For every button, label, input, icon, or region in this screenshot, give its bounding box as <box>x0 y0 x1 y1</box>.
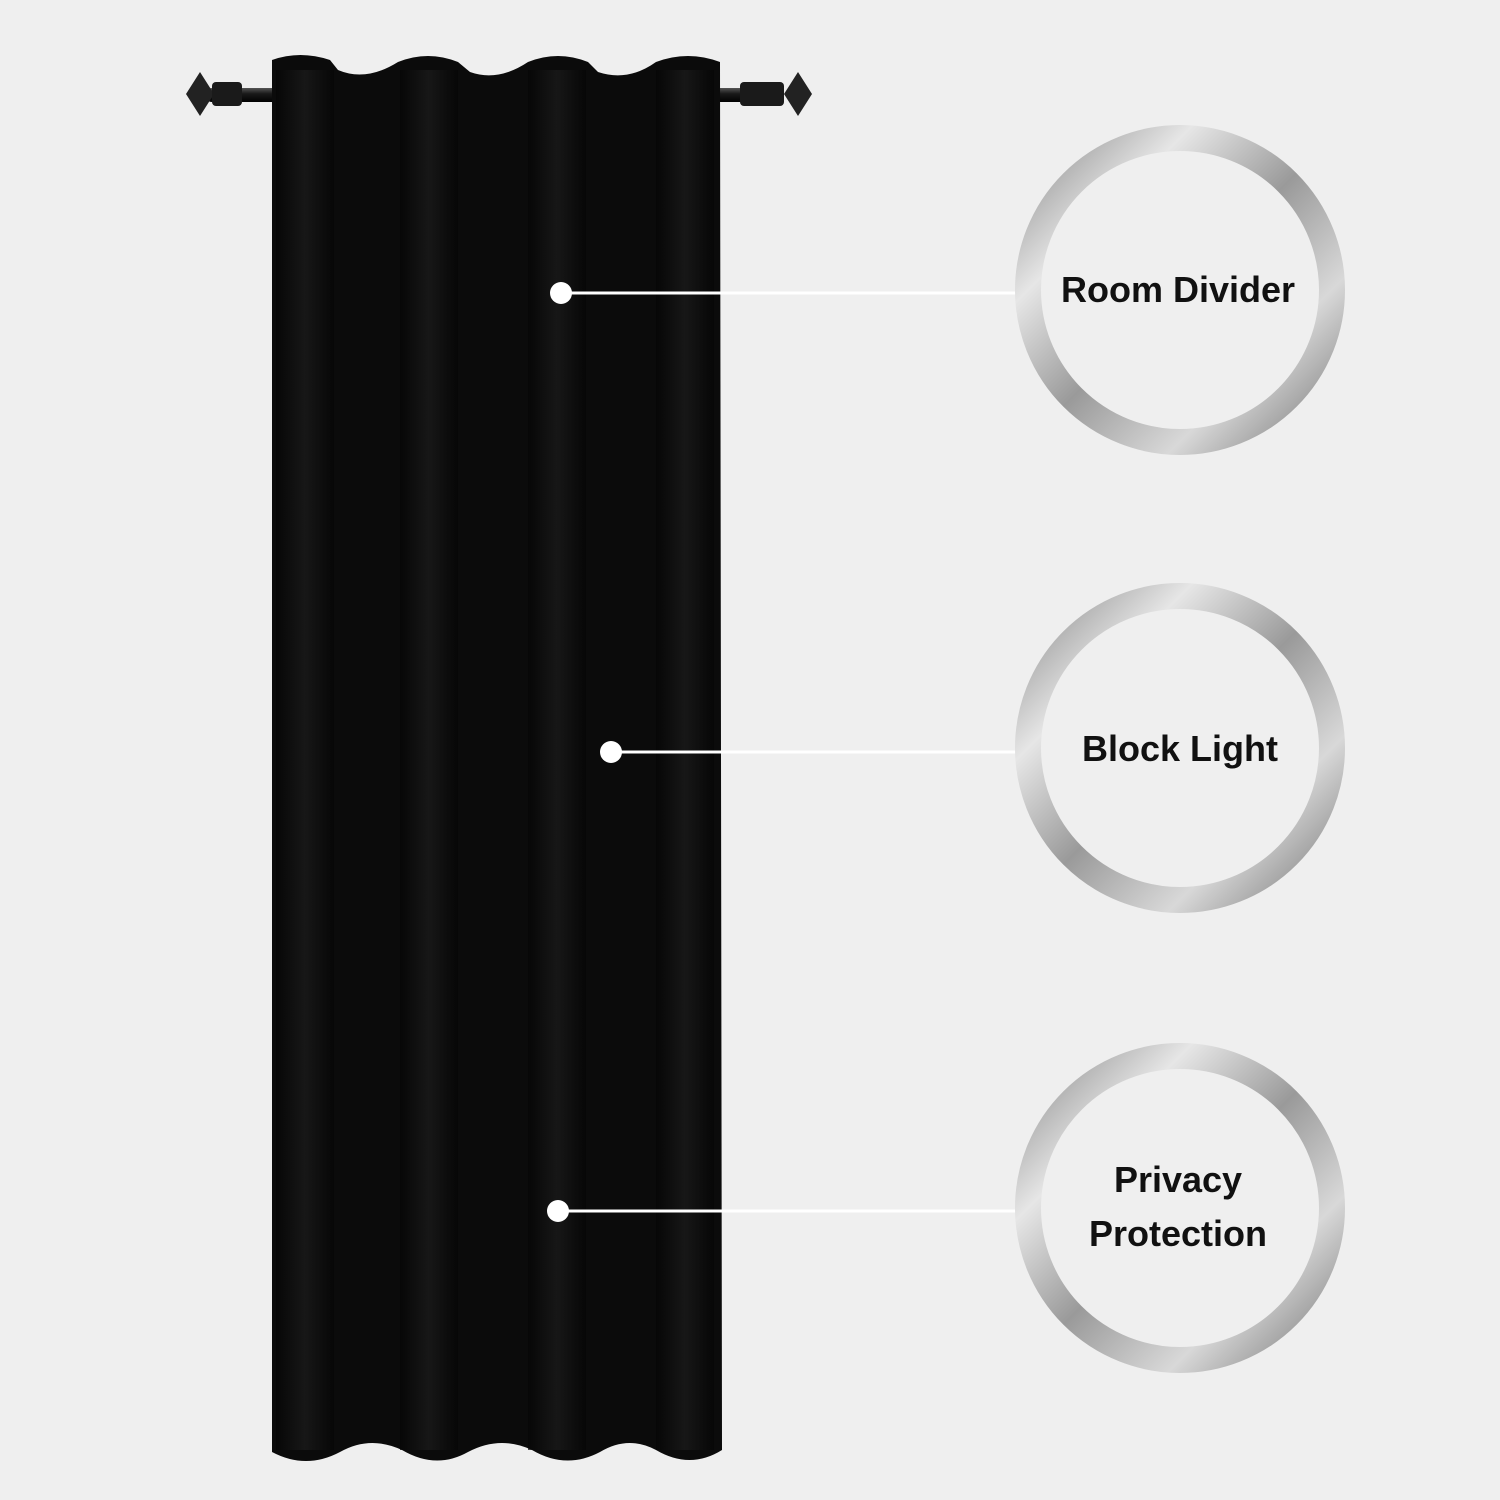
callout-block-light <box>600 583 1345 913</box>
feature-label-privacy-protection: Privacy Protection <box>1088 1159 1267 1254</box>
silver-ring-icon <box>1015 583 1345 913</box>
callout-room-divider <box>550 125 1345 455</box>
callout-privacy-protection <box>547 1043 1345 1373</box>
feature-label-room-divider: Room Divider <box>1060 269 1296 310</box>
curtain-panel <box>272 55 722 1461</box>
silver-ring-icon <box>1015 125 1345 455</box>
feature-label-block-light: Block Light <box>1082 728 1278 769</box>
silver-ring-icon <box>1015 1043 1345 1373</box>
